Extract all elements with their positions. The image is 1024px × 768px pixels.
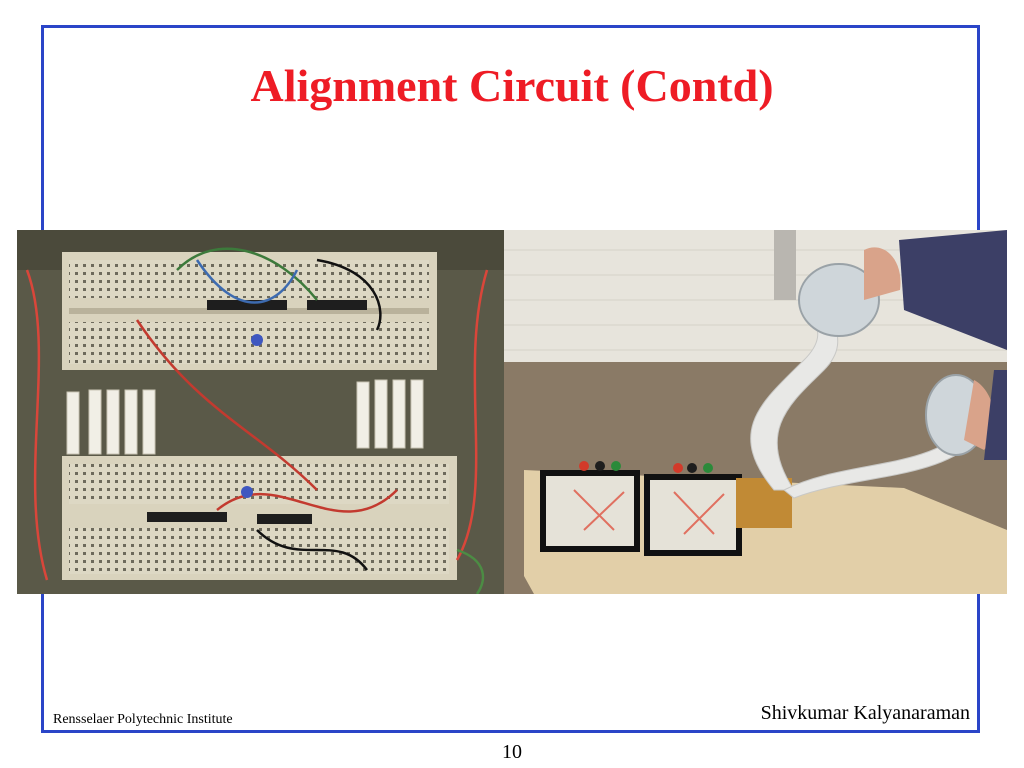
alignment-setup-photo: [504, 230, 1007, 594]
footer-institution: Rensselaer Polytechnic Institute: [53, 712, 233, 727]
breadboard-circuit-photo: [17, 230, 504, 594]
footer-author: Shivkumar Kalyanaraman: [760, 702, 970, 724]
page-number: 10: [502, 741, 522, 763]
slide-title: Alignment Circuit (Contd): [250, 60, 774, 111]
